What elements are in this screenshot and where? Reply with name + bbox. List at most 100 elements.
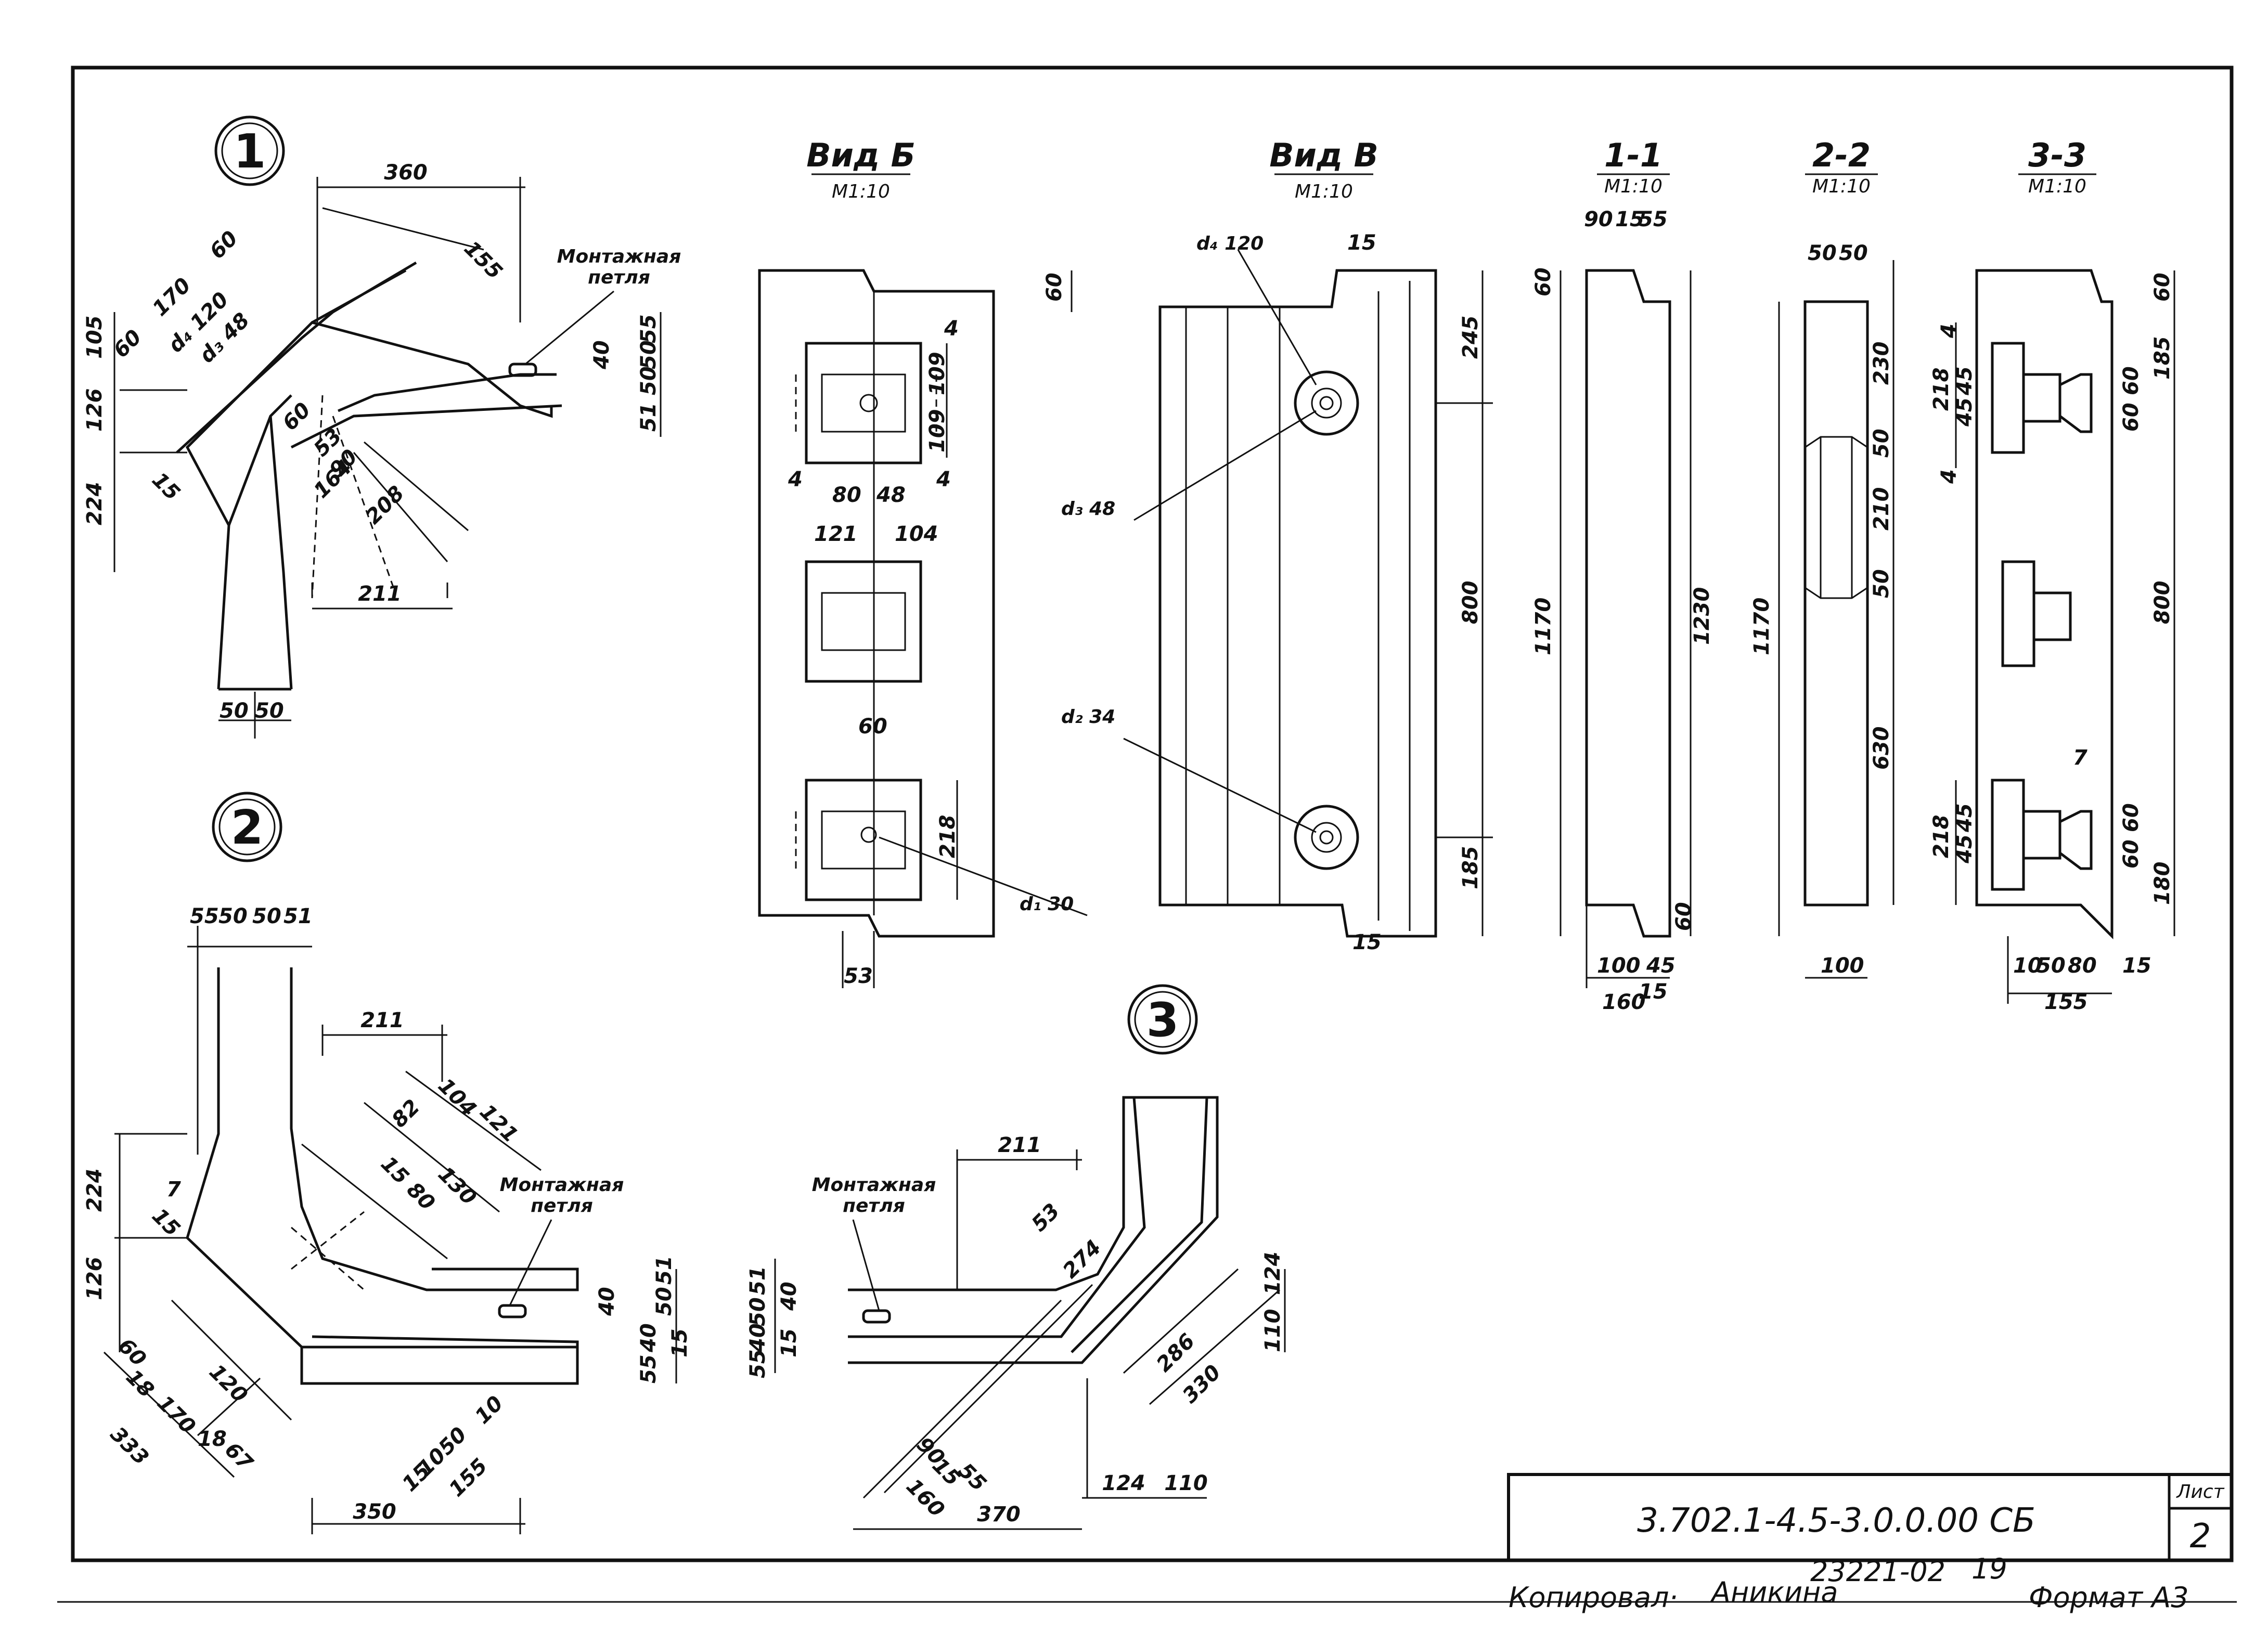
s33-dim-60e: 60 [2119,839,2143,869]
s11-dim-100: 100 [1597,954,1641,978]
s33-dim-60d: 60 [2119,803,2143,832]
view-b-dim-4c: 4 [936,468,951,491]
drawing-code: 3.702.1-4.5-3.0.0.00 СБ [1637,1502,2035,1540]
view-v-dim-15b: 15 [1352,930,1382,954]
loop2-label-line1: Монтажная [500,1174,624,1196]
n1-dim-208: 208 [362,482,409,529]
order-sub: 19 [1971,1553,2007,1585]
n3-dim-330: 330 [1178,1361,1226,1408]
s33-dim-4b: 4 [1937,469,1961,484]
n1-dim-50d: 50 [637,366,661,395]
n3-dim-53: 53 [1027,1199,1065,1236]
s11-dim-55: 55 [1639,208,1668,231]
n3-dim-124b: 124 [1102,1471,1145,1495]
n2-dim-50b: 50 [252,904,281,928]
node-3-group: 3 211 53 274 51 50 40 55 40 15 124 110 2… [746,984,1286,1530]
n2-dim-51b: 51 [652,1256,676,1285]
n3-dim-55: 55 [746,1349,770,1378]
n2-dim-80: 80 [402,1178,440,1215]
drawing-frame [71,66,2234,1562]
view-v-group: Вид В М1:10 d₄ 120 d₃ 48 d₂ 34 15 245 80… [1061,136,1493,954]
n3-dim-370: 370 [977,1503,1021,1526]
s22-dim-1170: 1170 [1750,598,1774,655]
s33-dim-4a: 4 [1937,324,1961,339]
s22-dim-50d: 50 [1870,569,1893,598]
s11-dim-60b: 60 [1672,902,1696,931]
n2-dim-211: 211 [360,1008,404,1032]
n2-dim-120: 120 [204,1360,252,1408]
n1-dim-224: 224 [83,482,107,526]
n2-dim-121: 121 [475,1100,523,1148]
n1-dim-211: 211 [358,582,402,606]
view-b-dim-218: 218 [936,815,960,859]
s22-dim-100: 100 [1821,954,1864,978]
n1-dim-55: 55 [637,314,661,343]
s11-dim-1230: 1230 [1690,587,1714,645]
callout-circle-3 [1127,984,1198,1055]
view-b-dim-4b: 4 [788,468,803,491]
n3-dim-40a: 40 [777,1282,801,1311]
s33-dim-15: 15 [2122,954,2151,978]
section-3-3-group: 3-3 М1:10 60 185 4 218 45 45 60 60 4 800… [1929,136,2175,1014]
view-v-dim-185: 185 [1459,846,1483,890]
n1-dim-360: 360 [384,161,428,185]
s33-dim-800: 800 [2150,581,2174,625]
n1-dim-170: 170 [148,274,196,321]
n2-dim-104: 104 [433,1074,481,1122]
n3-dim-110b: 110 [1164,1471,1208,1495]
label-d3: d₃ 48 [1061,498,1115,520]
s33-dim-60b: 60 [2119,366,2143,395]
n3-dim-286: 286 [1152,1329,1200,1377]
view-v-dim-245: 245 [1459,316,1483,359]
s33-dim-45c: 45 [1953,803,1977,833]
n1-dim-40: 40 [590,340,614,370]
callout-1-number: 1 [234,124,266,179]
loop2-label-line2: петля [531,1195,593,1217]
callout-circle-1 [214,115,285,186]
node-1-group: 1 360 155 60 170 105 60 126 224 15 50 50… [83,115,681,739]
n2-dim-18b: 18 [198,1427,227,1451]
section-2-2-title: 2-2 [1812,136,1871,174]
n2-dim-15d: 15 [668,1328,692,1357]
n3-dim-110a: 110 [1261,1309,1285,1353]
title-block: 3.702.1-4.5-3.0.0.00 СБ Лист 2 [1507,1473,2233,1562]
view-b-dim-4a: 4 [944,317,959,341]
view-b-dim-109b: 109 [925,409,949,453]
view-v-title: Вид В [1269,136,1378,174]
n2-dim-40b: 40 [637,1323,661,1353]
n3-dim-211: 211 [998,1133,1041,1157]
sheet-label: Лист [2175,1481,2224,1503]
label-d2: d₂ 34 [1061,706,1115,728]
n2-dim-15a: 15 [376,1152,414,1189]
copied-name: Аникина [1710,1576,1838,1609]
s33-dim-50: 50 [2037,954,2066,978]
view-b-dim-60b: 60 [858,715,887,739]
label-d1: d₁ 30 [1020,894,1074,915]
n2-dim-18a: 18 [121,1365,159,1403]
n2-dim-50d: 50 [652,1287,676,1316]
section-1-1-group: 1-1 М1:10 90 15 55 60 1170 1230 60 100 4… [1531,136,1714,1014]
view-b-dim-80: 80 [832,483,861,507]
s33-dim-10: 10 [2013,954,2042,978]
n1-dim-50a: 50 [220,699,249,723]
n2-dim-130: 130 [433,1162,481,1210]
view-b-dim-60: 60 [1042,273,1066,302]
n2-dim-155: 155 [445,1454,493,1502]
n3-dim-274: 274 [1059,1236,1106,1284]
s33-dim-180: 180 [2150,862,2174,905]
s33-dim-45b: 45 [1953,397,1977,427]
s22-dim-50b: 50 [1839,241,1868,265]
n3-dim-124a: 124 [1261,1252,1285,1296]
n2-dim-333: 333 [106,1422,153,1470]
n1-dim-105: 105 [83,316,107,359]
view-b-title: Вид Б [806,136,916,174]
s33-dim-155: 155 [2044,990,2088,1014]
section-1-1-scale: М1:10 [1604,176,1663,197]
loop1-label-line1: Монтажная [557,246,681,267]
n1-dim-155: 155 [459,237,507,284]
footer: 23221-02 19 Копировал· Аникина Формат А3 [1509,1553,2189,1614]
order-number: 23221-02 [1810,1555,1945,1588]
n1-dim-126: 126 [83,389,107,432]
n3-dim-50: 50 [746,1297,770,1326]
sheet-number: 2 [2190,1517,2211,1556]
